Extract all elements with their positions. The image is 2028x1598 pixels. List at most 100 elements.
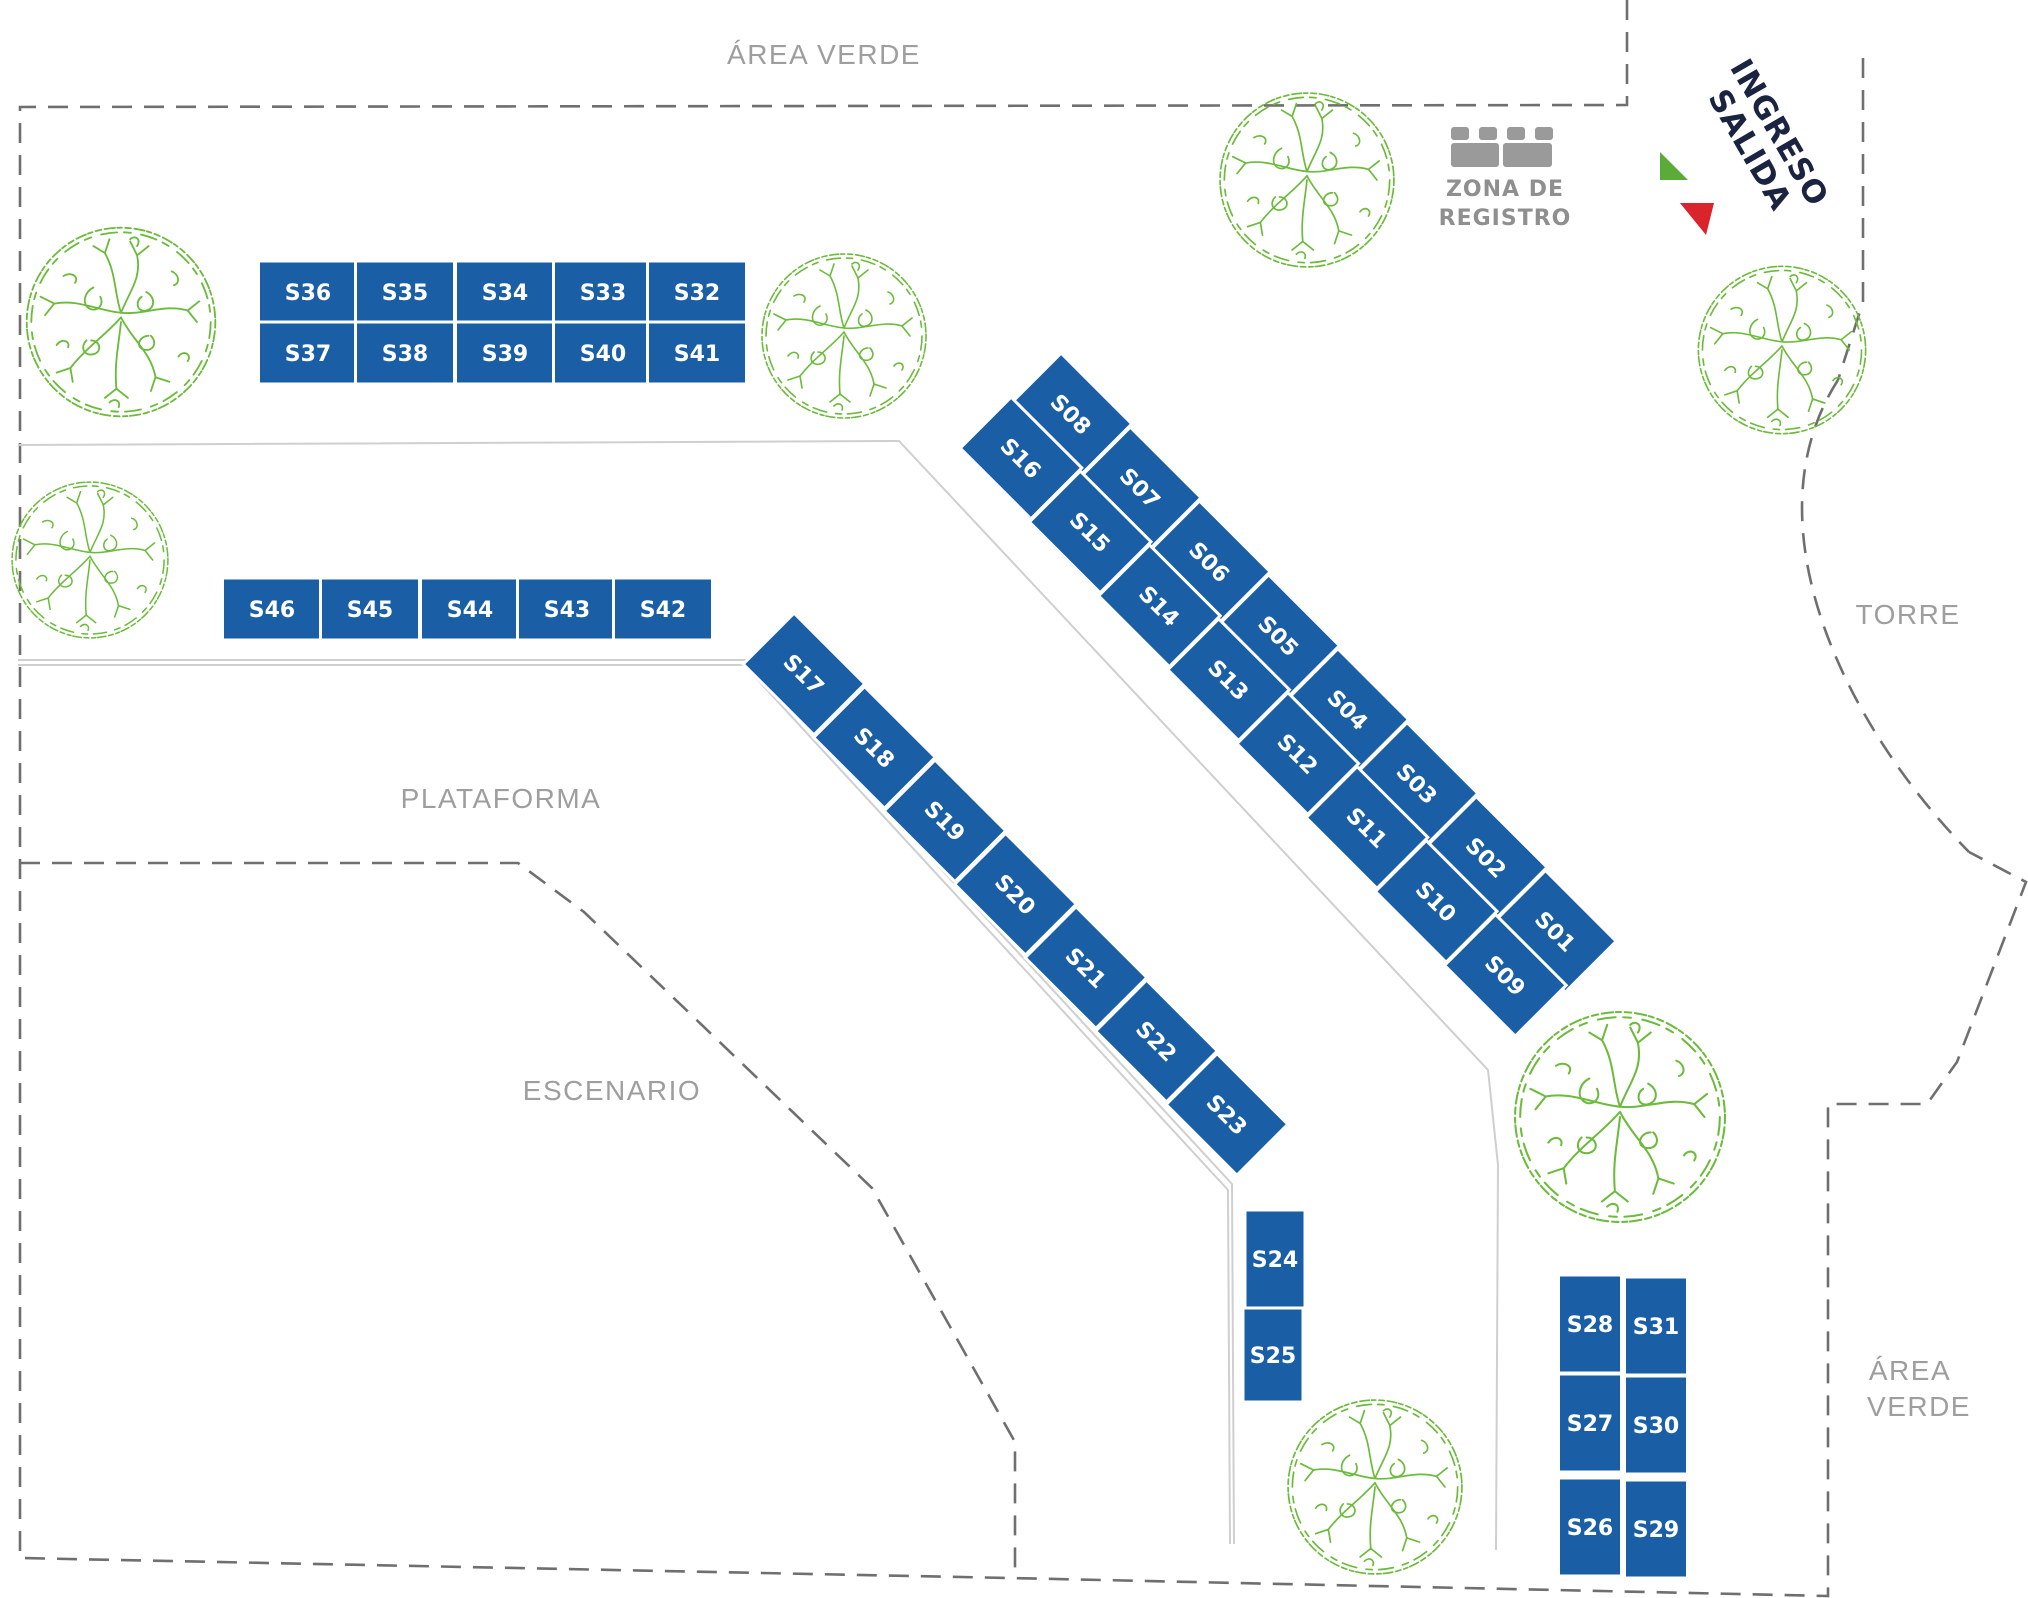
stand-box[interactable]: [811, 684, 938, 811]
stand-label: S40: [580, 342, 626, 367]
stand-box[interactable]: [612, 576, 714, 642]
area-label-plataforma: PLATAFORMA: [401, 783, 602, 814]
stand-s11[interactable]: S11: [1304, 764, 1430, 891]
registration-label-line2: REGISTRO: [1439, 206, 1572, 231]
stand-s20[interactable]: S20: [952, 831, 1079, 958]
stand-box[interactable]: [257, 320, 359, 386]
stand-s08[interactable]: S08: [1008, 351, 1134, 477]
stand-box[interactable]: [419, 576, 521, 642]
stand-label: S31: [1633, 1315, 1679, 1340]
stand-box[interactable]: [1093, 978, 1220, 1104]
stand-box[interactable]: [1557, 1372, 1623, 1474]
stand-s34[interactable]: S34: [454, 259, 556, 325]
stand-box[interactable]: [646, 320, 748, 386]
walkway-lines: [17, 439, 1500, 1551]
stand-box[interactable]: [1623, 1374, 1689, 1476]
stand-s18[interactable]: S18: [811, 684, 938, 811]
stand-s02[interactable]: S02: [1423, 794, 1550, 921]
stand-label: S37: [285, 342, 331, 367]
stand-label: S26: [1567, 1516, 1613, 1541]
area-label-torre: TORRE: [1856, 599, 1961, 630]
stand-label: S43: [544, 598, 590, 623]
area-label-verde-top: ÁREA VERDE: [727, 39, 921, 70]
stand-s31[interactable]: S31: [1623, 1275, 1689, 1377]
stand-s29[interactable]: S29: [1623, 1478, 1689, 1580]
tree-icon: [761, 253, 927, 419]
tree-icon: [25, 226, 217, 418]
red-triangle-icon: [1680, 203, 1714, 235]
stand-s28[interactable]: S28: [1557, 1273, 1623, 1375]
stand-label: S35: [382, 281, 428, 306]
stand-s21[interactable]: S21: [1023, 904, 1149, 1031]
stand-s32[interactable]: S32: [646, 259, 748, 325]
stand-s13[interactable]: S13: [1165, 616, 1292, 743]
stand-label: S30: [1633, 1414, 1679, 1439]
stand-label: S38: [382, 342, 428, 367]
tree-icon: [1219, 92, 1395, 268]
stand-s09[interactable]: S09: [1442, 912, 1569, 1039]
stand-s45[interactable]: S45: [319, 576, 421, 642]
stand-s37[interactable]: S37: [257, 320, 359, 386]
stand-s38[interactable]: S38: [354, 320, 456, 386]
stand-s23[interactable]: S23: [1164, 1051, 1290, 1178]
tree-icon: [1514, 1011, 1726, 1223]
stand-label: S42: [640, 598, 686, 623]
stand-s16[interactable]: S16: [958, 395, 1084, 521]
stand-box[interactable]: [1442, 912, 1569, 1039]
stand-label: S29: [1633, 1518, 1679, 1543]
stand-s04[interactable]: S04: [1284, 646, 1411, 773]
stand-box[interactable]: [221, 576, 323, 642]
stand-label: S46: [249, 598, 295, 623]
stand-box[interactable]: [354, 320, 456, 386]
stand-box[interactable]: [1623, 1275, 1689, 1377]
stand-s25[interactable]: S25: [1241, 1306, 1305, 1404]
stand-label: S33: [580, 281, 626, 306]
stand-label: S28: [1567, 1313, 1613, 1338]
stand-label: S39: [482, 342, 528, 367]
stand-s30[interactable]: S30: [1623, 1374, 1689, 1476]
stand-box[interactable]: [1023, 904, 1149, 1031]
stand-s40[interactable]: S40: [552, 320, 654, 386]
stand-box[interactable]: [1164, 1051, 1290, 1178]
stand-s35[interactable]: S35: [354, 259, 456, 325]
registration-label-line1: ZONA DE: [1446, 177, 1564, 202]
area-label-verde-right-2: VERDE: [1867, 1391, 1971, 1422]
stand-s10[interactable]: S10: [1373, 838, 1500, 965]
stand-s17[interactable]: S17: [741, 611, 867, 737]
stand-s33[interactable]: S33: [552, 259, 654, 325]
stand-box[interactable]: [1557, 1476, 1623, 1578]
stand-s42[interactable]: S42: [612, 576, 714, 642]
stand-s27[interactable]: S27: [1557, 1372, 1623, 1474]
stand-s24[interactable]: S24: [1243, 1208, 1307, 1310]
stand-s19[interactable]: S19: [882, 757, 1008, 884]
stand-label: S36: [285, 281, 331, 306]
stand-box[interactable]: [1623, 1478, 1689, 1580]
stand-box[interactable]: [952, 831, 1079, 958]
tree-icon: [1287, 1399, 1463, 1575]
area-label-escenario: ESCENARIO: [523, 1075, 701, 1106]
stand-label: S45: [347, 598, 393, 623]
stand-s01[interactable]: S01: [1492, 868, 1619, 995]
stand-label: S25: [1250, 1344, 1296, 1369]
stand-s41[interactable]: S41: [646, 320, 748, 386]
tree-icon: [11, 481, 169, 639]
stand-s36[interactable]: S36: [257, 259, 359, 325]
stand-box[interactable]: [1557, 1273, 1623, 1375]
stand-s46[interactable]: S46: [221, 576, 323, 642]
stand-box[interactable]: [882, 757, 1008, 884]
stand-box[interactable]: [552, 320, 654, 386]
stand-s43[interactable]: S43: [516, 576, 618, 642]
stand-label: S34: [482, 281, 528, 306]
stand-label: S41: [674, 342, 720, 367]
stand-s26[interactable]: S26: [1557, 1476, 1623, 1578]
stand-s15[interactable]: S15: [1027, 468, 1154, 595]
stand-s22[interactable]: S22: [1093, 978, 1220, 1104]
stand-label: S44: [447, 598, 493, 623]
stand-s44[interactable]: S44: [419, 576, 521, 642]
stand-box[interactable]: [1243, 1208, 1307, 1310]
stand-s39[interactable]: S39: [454, 320, 556, 386]
green-triangle-icon: [1660, 152, 1688, 180]
stand-box[interactable]: [741, 611, 867, 737]
stand-box[interactable]: [1241, 1306, 1305, 1404]
